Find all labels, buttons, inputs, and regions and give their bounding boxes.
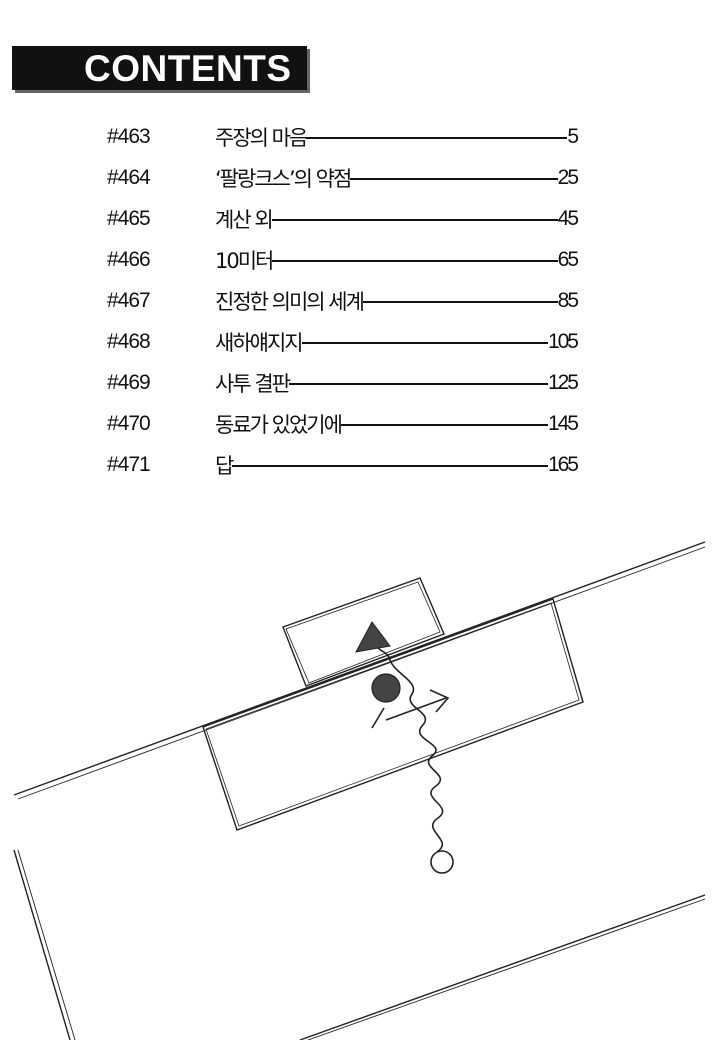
court-side-line-inner [17,849,76,1040]
leader-line [306,137,568,139]
chapter-number: #471 [107,453,151,476]
start-circle-icon [430,850,454,874]
page-number: 65 [557,248,579,271]
chapter-number: #466 [107,248,151,271]
chapter-title: 동료가 있었기에 [215,413,343,437]
page-number: 25 [557,166,579,189]
chapter-number: #464 [107,166,151,189]
leader-line [288,383,548,385]
ball-trajectory-squiggle [376,641,444,853]
toc-entry-469[interactable]: #469 사투 결판 125 [107,364,579,402]
chapter-title: 진정한 의미의 세계 [215,290,365,314]
chapter-title: 주장의 마음 [215,126,308,150]
leader-line [272,260,558,262]
court-line-lower-inner [307,898,706,1040]
leader-line [340,424,548,426]
up-arrow-icon [355,621,391,653]
court-line-upper-inner [17,546,706,800]
chapter-number: #468 [107,330,151,353]
toc-entry-468[interactable]: #468 새하얘지지 105 [107,323,579,361]
page-number: 45 [557,207,579,230]
ball-icon [371,673,401,703]
leader-line [362,301,558,303]
upper-block-box [282,577,445,687]
page-number: 145 [547,412,579,435]
chapter-title: 답 [215,454,234,478]
court-line-lower [299,894,706,1040]
court-side-line [13,849,71,1040]
chapter-number: #469 [107,371,151,394]
leader-line [271,219,558,221]
leader-line [301,342,548,344]
contents-title: CONTENTS [84,48,292,89]
page-number: 5 [567,125,579,148]
chapter-title: 사투 결판 [215,372,291,396]
right-arrow-icon [371,689,450,729]
toc-entry-470[interactable]: #470 동료가 있었기에 145 [107,405,579,443]
toc-entry-464[interactable]: #464 ‘팔랑크스’의 약점 25 [107,159,579,197]
chapter-title: 새하얘지지 [215,331,304,355]
toc-entry-463[interactable]: #463 주장의 마음 5 [107,118,579,156]
page-number: 165 [547,453,579,476]
toc-entry-466[interactable]: #466 10미터 65 [107,241,579,279]
page-number: 125 [547,371,579,394]
leader-line [350,178,558,180]
toc-entry-471[interactable]: #471 답 165 [107,446,579,484]
chapter-number: #463 [107,125,151,148]
chapter-number: #470 [107,412,151,435]
chapter-number: #465 [107,207,151,230]
chapter-title: ‘팔랑크스’의 약점 [215,167,352,191]
toc-entry-467[interactable]: #467 진정한 의미의 세계 85 [107,282,579,320]
volleyball-court-illustration [13,541,706,1040]
net-band [202,598,584,831]
page-number: 85 [557,289,579,312]
chapter-title: 10미터 [215,249,274,273]
contents-header-box: CONTENTS [12,46,307,90]
court-line-upper [13,541,706,796]
leader-line [232,465,548,467]
chapter-number: #467 [107,289,151,312]
toc-entry-465[interactable]: #465 계산 외 45 [107,200,579,238]
page-number: 105 [547,330,579,353]
chapter-title: 계산 외 [215,208,274,232]
